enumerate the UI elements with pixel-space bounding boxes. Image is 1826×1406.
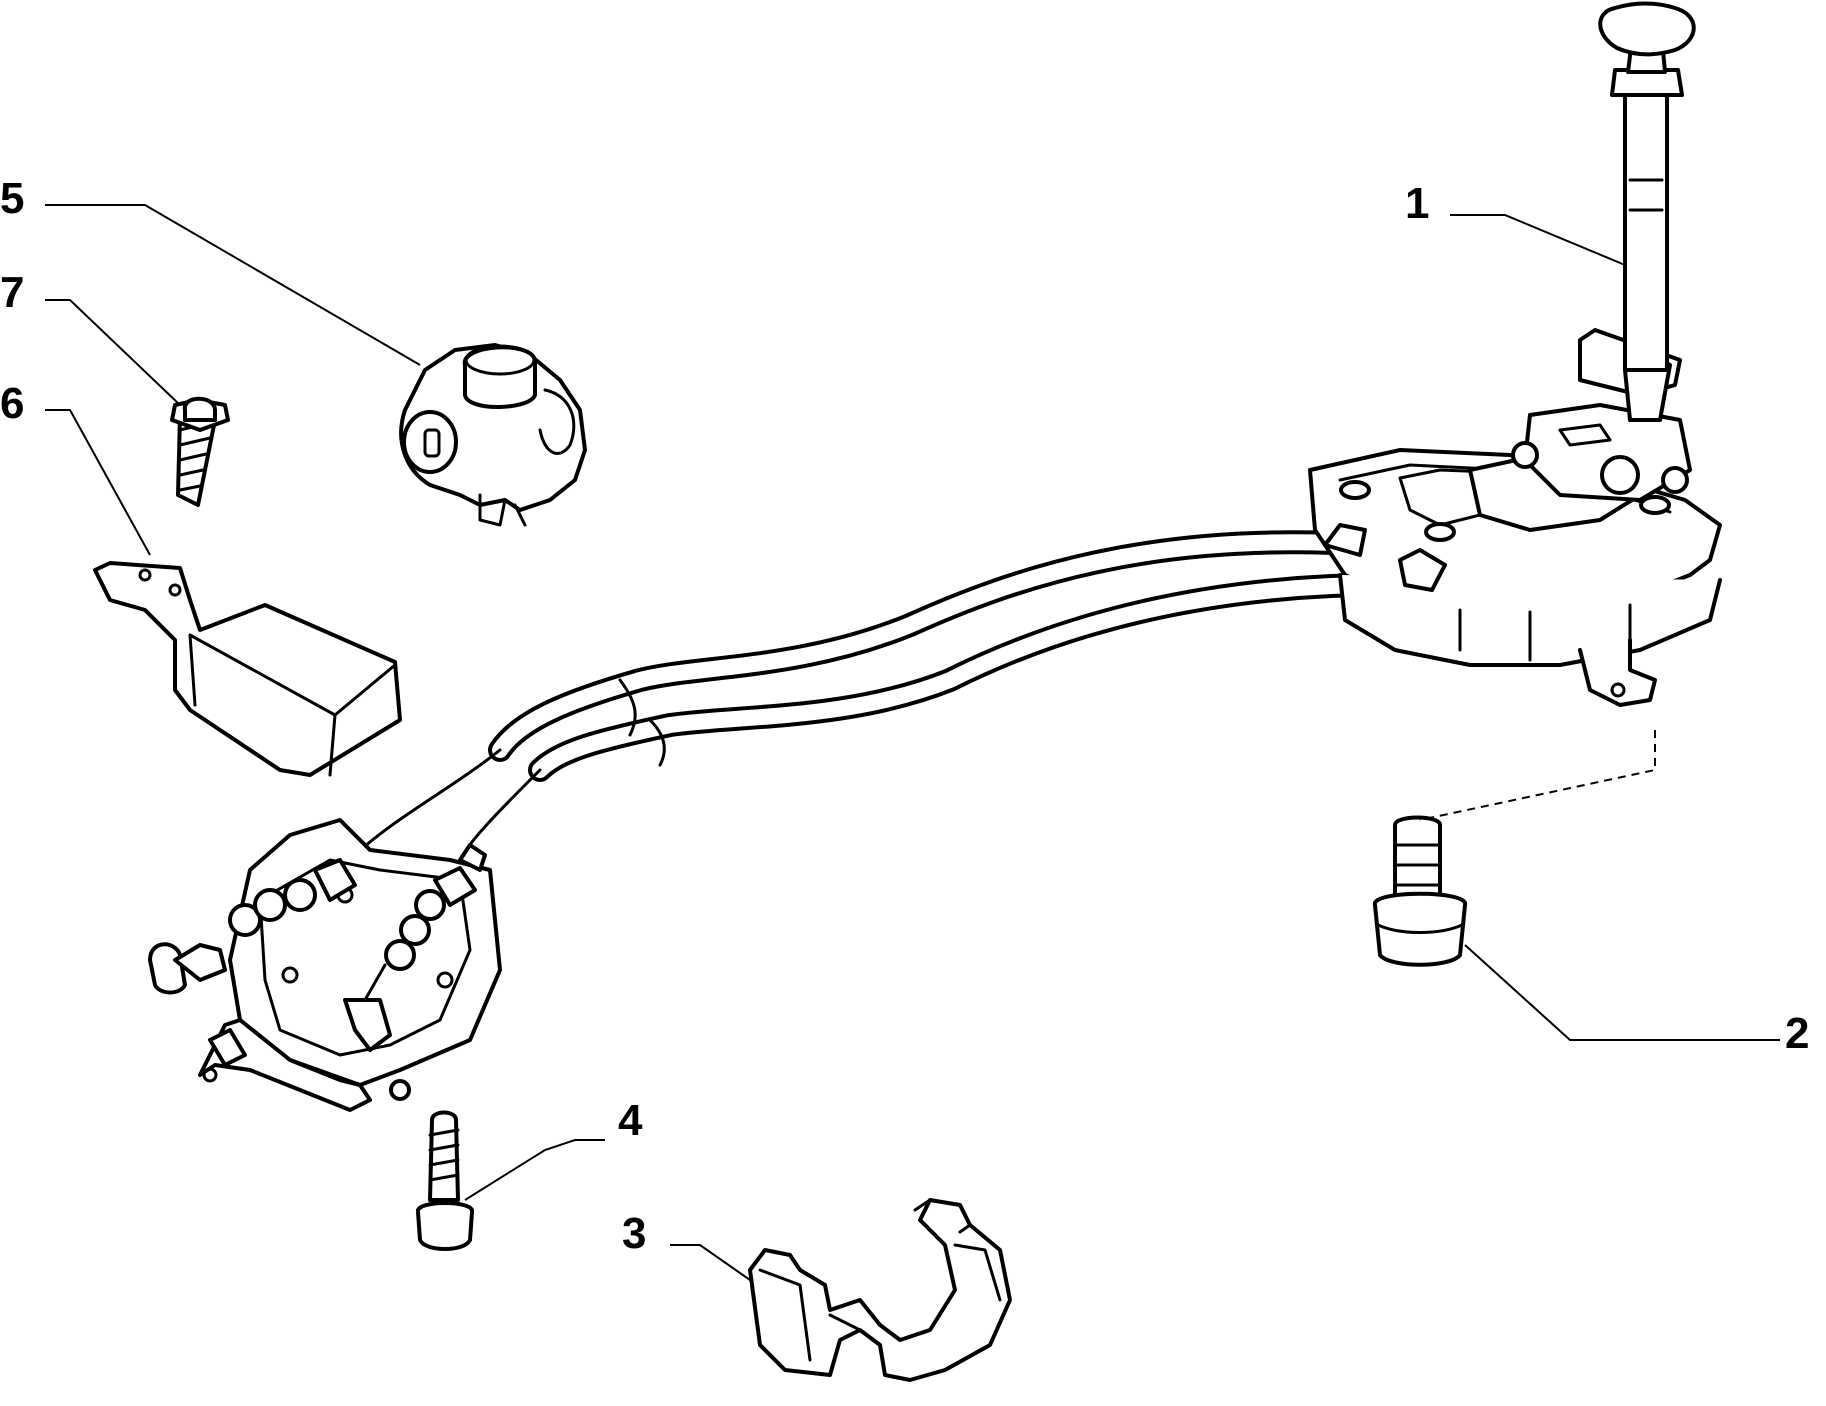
bolt-part-4 bbox=[416, 1110, 474, 1251]
bolt-part-2 bbox=[1373, 815, 1467, 967]
callout-5: 5 bbox=[0, 174, 24, 223]
gear-shift-lever-assembly bbox=[1308, 1, 1722, 707]
bolt-alignment-line bbox=[1419, 730, 1656, 821]
leader-3 bbox=[670, 1244, 751, 1281]
callout-4: 4 bbox=[618, 1096, 643, 1145]
callout-6: 6 bbox=[0, 379, 24, 428]
callout-labels: 1 2 3 4 5 6 7 bbox=[0, 174, 1809, 1258]
leader-2 bbox=[1464, 944, 1780, 1041]
gearbox-selector-bracket bbox=[148, 818, 502, 1112]
heat-shield-part-6 bbox=[93, 561, 402, 777]
callout-7: 7 bbox=[0, 268, 24, 317]
cable-clamp-part-3 bbox=[748, 1198, 1012, 1382]
callout-2: 2 bbox=[1785, 1009, 1809, 1058]
leader-7 bbox=[45, 299, 181, 406]
shift-cables bbox=[348, 530, 1432, 862]
bushing-part-5 bbox=[399, 343, 587, 527]
leader-6 bbox=[45, 409, 151, 556]
leader-5 bbox=[45, 204, 421, 366]
callout-1: 1 bbox=[1405, 179, 1429, 228]
leader-1 bbox=[1450, 214, 1626, 266]
screw-part-7 bbox=[170, 396, 230, 507]
leader-4 bbox=[464, 1139, 605, 1201]
callout-3: 3 bbox=[622, 1209, 646, 1258]
callout-leaders bbox=[45, 204, 1780, 1281]
